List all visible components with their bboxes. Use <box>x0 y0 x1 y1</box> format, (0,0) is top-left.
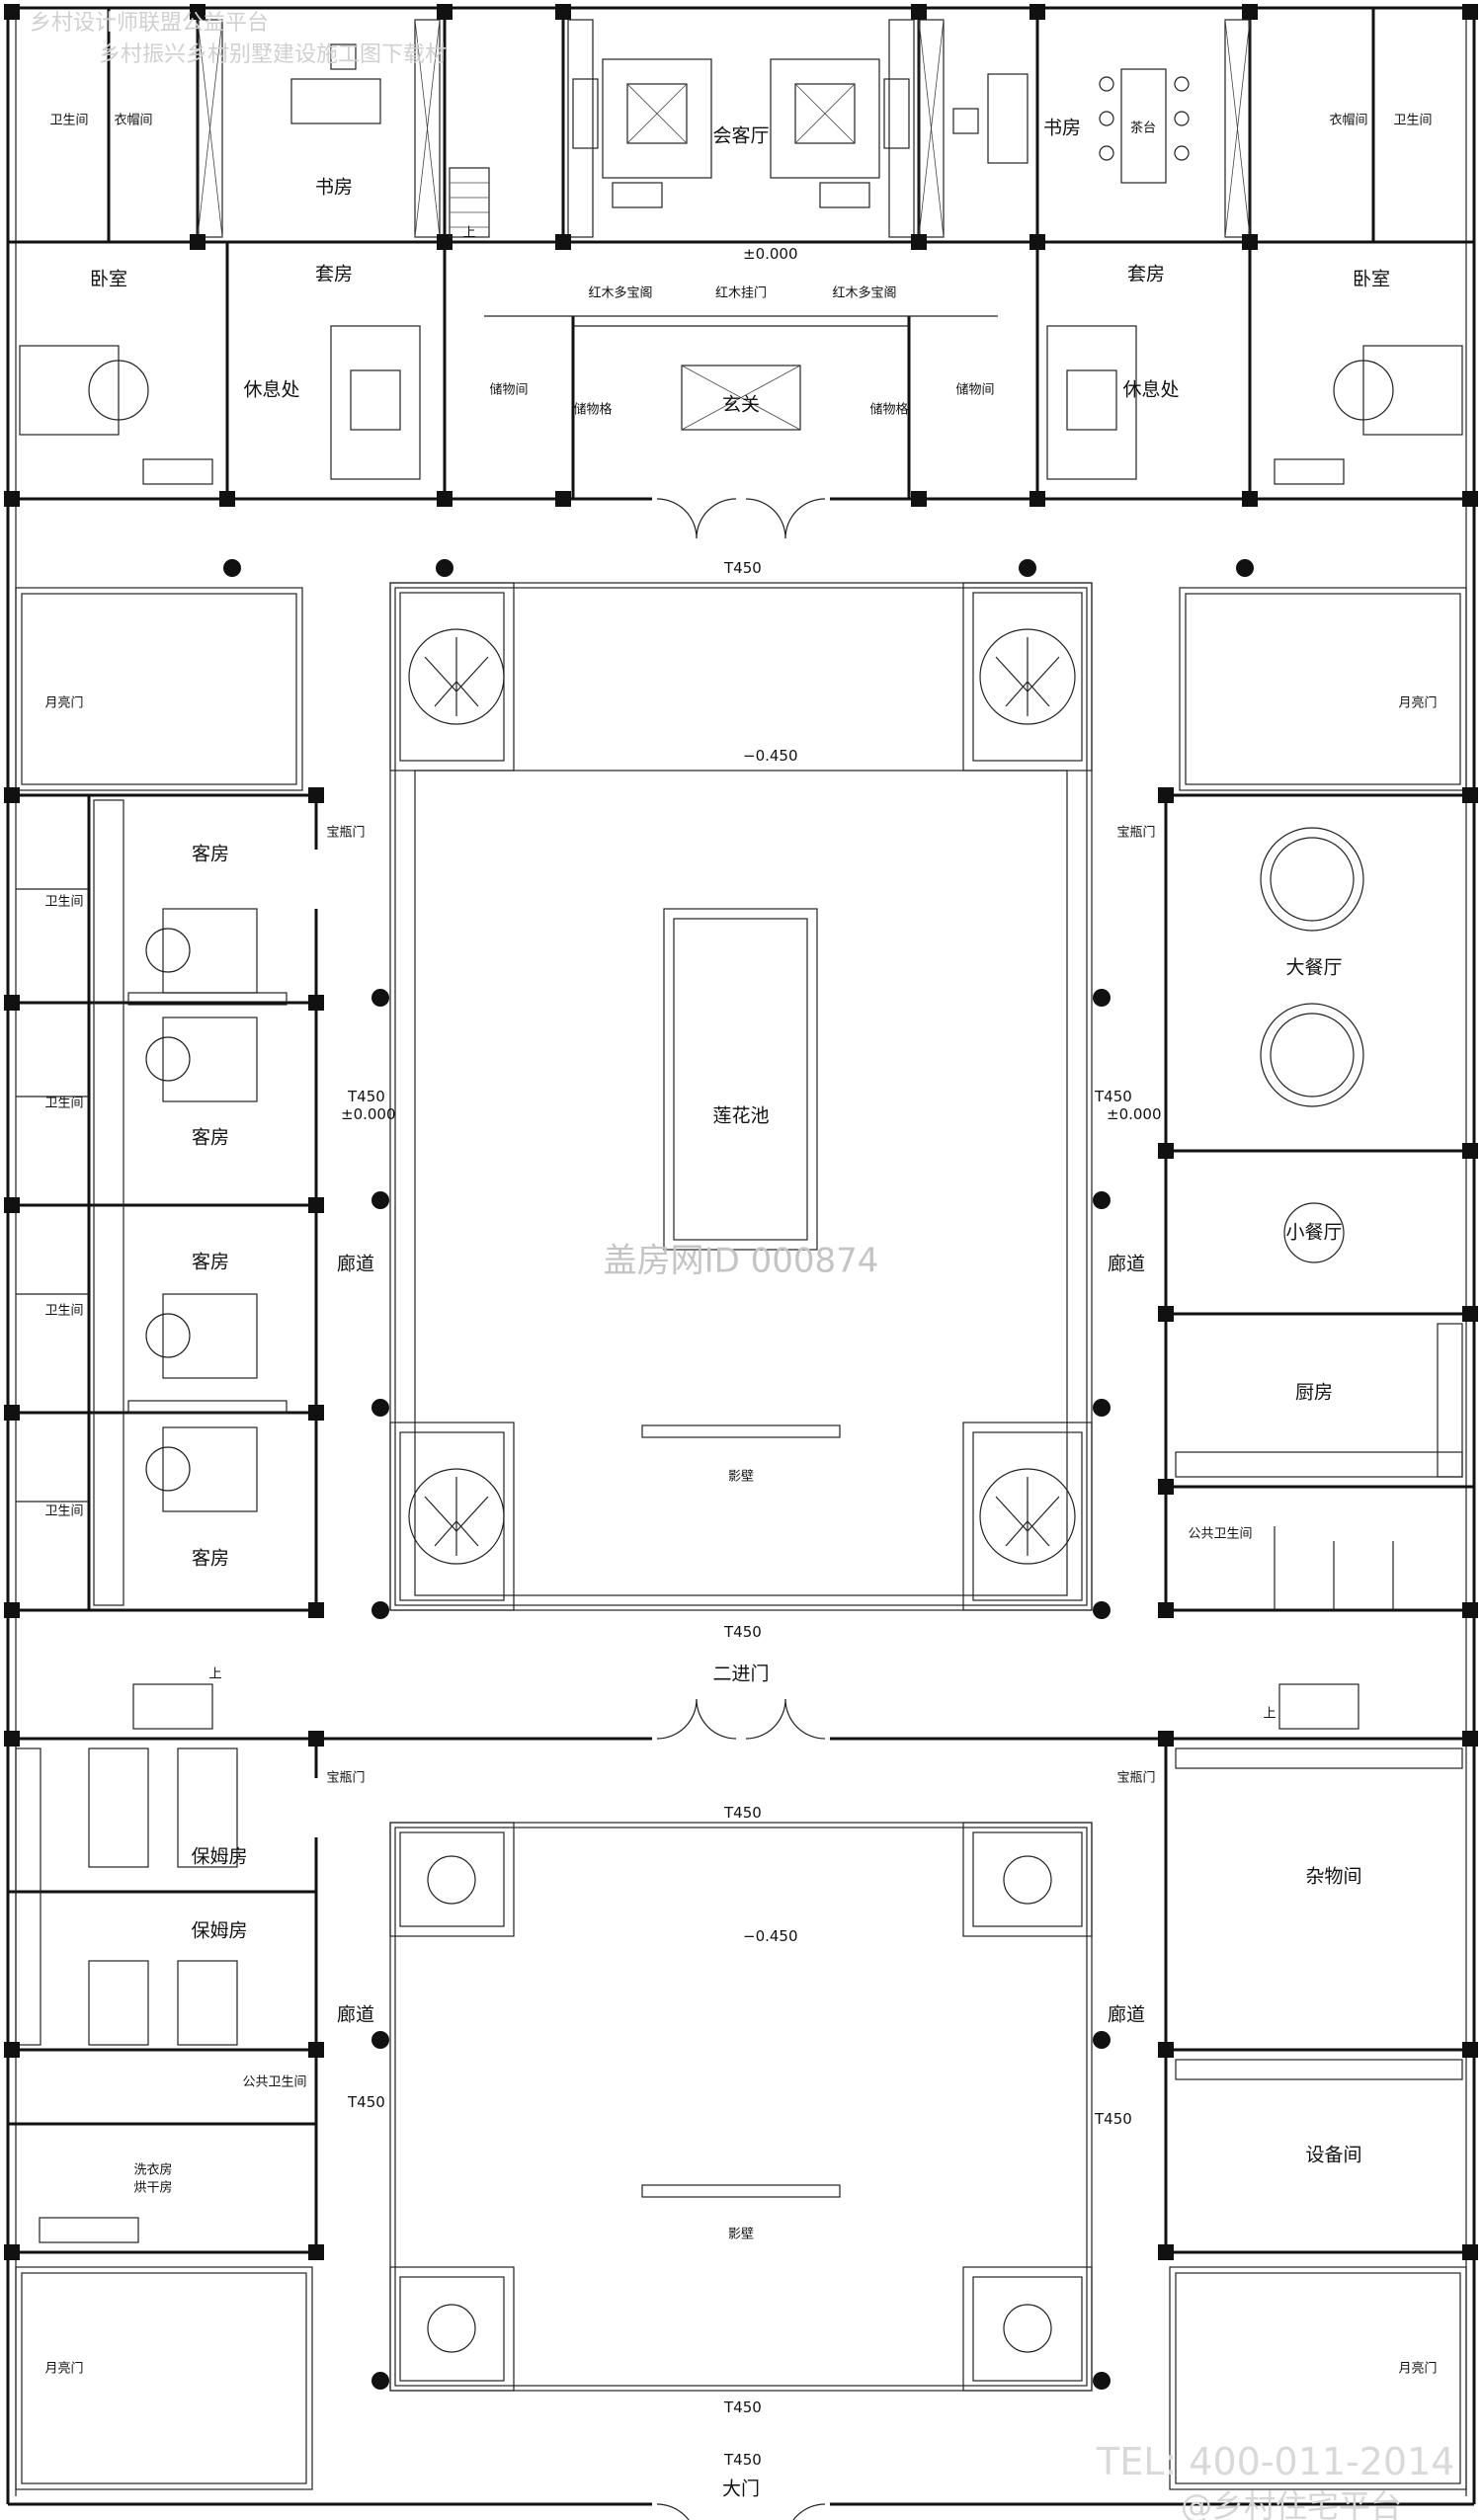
t450-8: T450 <box>723 2398 762 2416</box>
level-right: ±0.000 <box>1107 1105 1162 1123</box>
top-block <box>4 4 1478 539</box>
label-screen-right: 红木多宝阁 <box>832 285 896 301</box>
label-cabinet-left: 储物格 <box>573 402 612 418</box>
label-suite-right: 套房 <box>1127 264 1165 285</box>
label-vase-gate-4: 宝瓶门 <box>1116 1771 1155 1786</box>
label-guest-bath-2: 卫生间 <box>44 1097 83 1111</box>
label-guest-4: 客房 <box>192 1548 229 1570</box>
label-screen-mid: 红木挂门 <box>715 285 767 301</box>
label-stair-up-2: 上 <box>208 1667 221 1682</box>
label-bath-left: 卫生间 <box>49 114 88 128</box>
label-dryer: 烘干房 <box>133 2180 172 2196</box>
label-lotus-pond: 莲花池 <box>712 1105 769 1127</box>
label-main-gate: 大门 <box>722 2479 760 2500</box>
label-lounge-right: 休息处 <box>1122 379 1179 401</box>
label-guest-bath-1: 卫生间 <box>44 895 83 910</box>
label-moon-gate-1: 月亮门 <box>44 695 83 711</box>
label-cloakroom-right: 衣帽间 <box>1329 113 1367 128</box>
watermark-subtitle: 乡村振兴乡村别墅建设施工图下载材 <box>99 42 447 67</box>
label-lounge-left: 休息处 <box>243 379 299 401</box>
label-vase-gate-1: 宝瓶门 <box>326 826 365 841</box>
label-guest-bath-3: 卫生间 <box>44 1304 83 1319</box>
label-equipment: 设备间 <box>1305 2145 1361 2166</box>
label-tea-table: 茶台 <box>1130 121 1156 136</box>
label-screen-wall-2: 影壁 <box>728 2228 754 2242</box>
outer-walls <box>6 6 1476 2506</box>
label-cloakroom-left: 衣帽间 <box>114 113 152 128</box>
label-kitchen: 厨房 <box>1295 1382 1333 1404</box>
label-study-right: 书房 <box>1043 118 1081 139</box>
watermark-title: 乡村设计师联盟公益平台 <box>30 11 269 36</box>
label-bath-right: 卫生间 <box>1393 114 1432 128</box>
label-corridor-1: 廊道 <box>337 1254 374 1275</box>
courtyard-1 <box>389 582 1093 1611</box>
label-guest-2: 客房 <box>192 1127 229 1149</box>
guest-wing <box>4 787 324 1618</box>
watermark-handle: @乡村住宅平台 <box>1181 2487 1402 2520</box>
label-moon-gate-3: 月亮门 <box>44 2361 83 2377</box>
label-public-bath-left: 公共卫生间 <box>242 2075 306 2090</box>
label-storage-left: 储物间 <box>489 383 528 398</box>
lower-left-wing <box>4 1731 324 2260</box>
label-second-gate: 二进门 <box>712 1664 769 1685</box>
label-guest-3: 客房 <box>192 1252 229 1273</box>
label-corridor-3: 廊道 <box>337 2004 374 2026</box>
label-public-bath-right: 公共卫生间 <box>1188 1527 1252 1542</box>
t450-1: T450 <box>723 559 762 577</box>
label-moon-gate-4: 月亮门 <box>1398 2361 1437 2377</box>
label-corridor-4: 廊道 <box>1108 2004 1145 2026</box>
label-cabinet-right: 储物格 <box>869 402 908 418</box>
label-moon-gate-2: 月亮门 <box>1398 695 1437 711</box>
label-bedroom-right: 卧室 <box>1353 269 1390 290</box>
t450-5: T450 <box>723 1804 762 1822</box>
t450-4: T450 <box>723 1623 762 1641</box>
label-vase-gate-3: 宝瓶门 <box>326 1771 365 1786</box>
label-guest-bath-4: 卫生间 <box>44 1504 83 1519</box>
label-suite-left: 套房 <box>315 264 353 285</box>
side-gardens <box>15 587 1467 2490</box>
label-screen-left: 红木多宝阁 <box>588 285 652 301</box>
label-nanny-2: 保姆房 <box>191 1920 247 1942</box>
t450-2: T450 <box>347 1088 385 1105</box>
label-storage-right: 储物间 <box>955 383 994 398</box>
t450-3: T450 <box>1094 1088 1132 1105</box>
label-screen-wall-1: 影壁 <box>728 1470 754 1485</box>
label-study-left: 书房 <box>315 177 353 199</box>
column-dots <box>223 559 1254 2390</box>
courtyard-2 <box>389 1822 1093 2520</box>
label-living-room: 会客厅 <box>712 125 769 147</box>
t450-9: T450 <box>723 2451 762 2469</box>
label-storeroom: 杂物间 <box>1305 1866 1361 1888</box>
dining-wing <box>1158 787 1478 1618</box>
watermark-center: 盖房网ID 000874 <box>604 1242 879 1281</box>
middle-row <box>8 1683 1474 1741</box>
label-nanny-1: 保姆房 <box>191 1846 247 1868</box>
level-marks: ±0.000 ±0.000 ±0.000 −0.450 −0.450 T450 … <box>341 245 1162 2469</box>
label-foyer: 玄关 <box>722 394 760 416</box>
label-small-dining: 小餐厅 <box>1285 1222 1342 1244</box>
label-stair-up-3: 上 <box>1263 1707 1276 1722</box>
lower-right-wing <box>1158 1731 1478 2260</box>
level-top: ±0.000 <box>743 245 798 263</box>
level-left: ±0.000 <box>341 1105 396 1123</box>
room-labels: 衣帽间 卫生间 书房 会客厅 书房 茶台 衣帽间 卫生间 卧室 套房 休息处 储… <box>44 113 1437 2500</box>
t450-7: T450 <box>1094 2110 1132 2128</box>
t450-6: T450 <box>347 2093 385 2111</box>
label-bedroom-left: 卧室 <box>90 269 127 290</box>
level-court-1: −0.450 <box>743 747 798 765</box>
label-big-dining: 大餐厅 <box>1285 957 1342 979</box>
label-corridor-2: 廊道 <box>1108 1254 1145 1275</box>
label-vase-gate-2: 宝瓶门 <box>1116 826 1155 841</box>
label-laundry: 洗衣房 <box>133 2162 172 2178</box>
label-guest-1: 客房 <box>192 844 229 865</box>
label-stair-up-1: 上 <box>462 226 475 241</box>
watermark-tel: TEL: 400-011-2014 <box>1096 2440 1454 2483</box>
level-court-2: −0.450 <box>743 1927 798 1945</box>
